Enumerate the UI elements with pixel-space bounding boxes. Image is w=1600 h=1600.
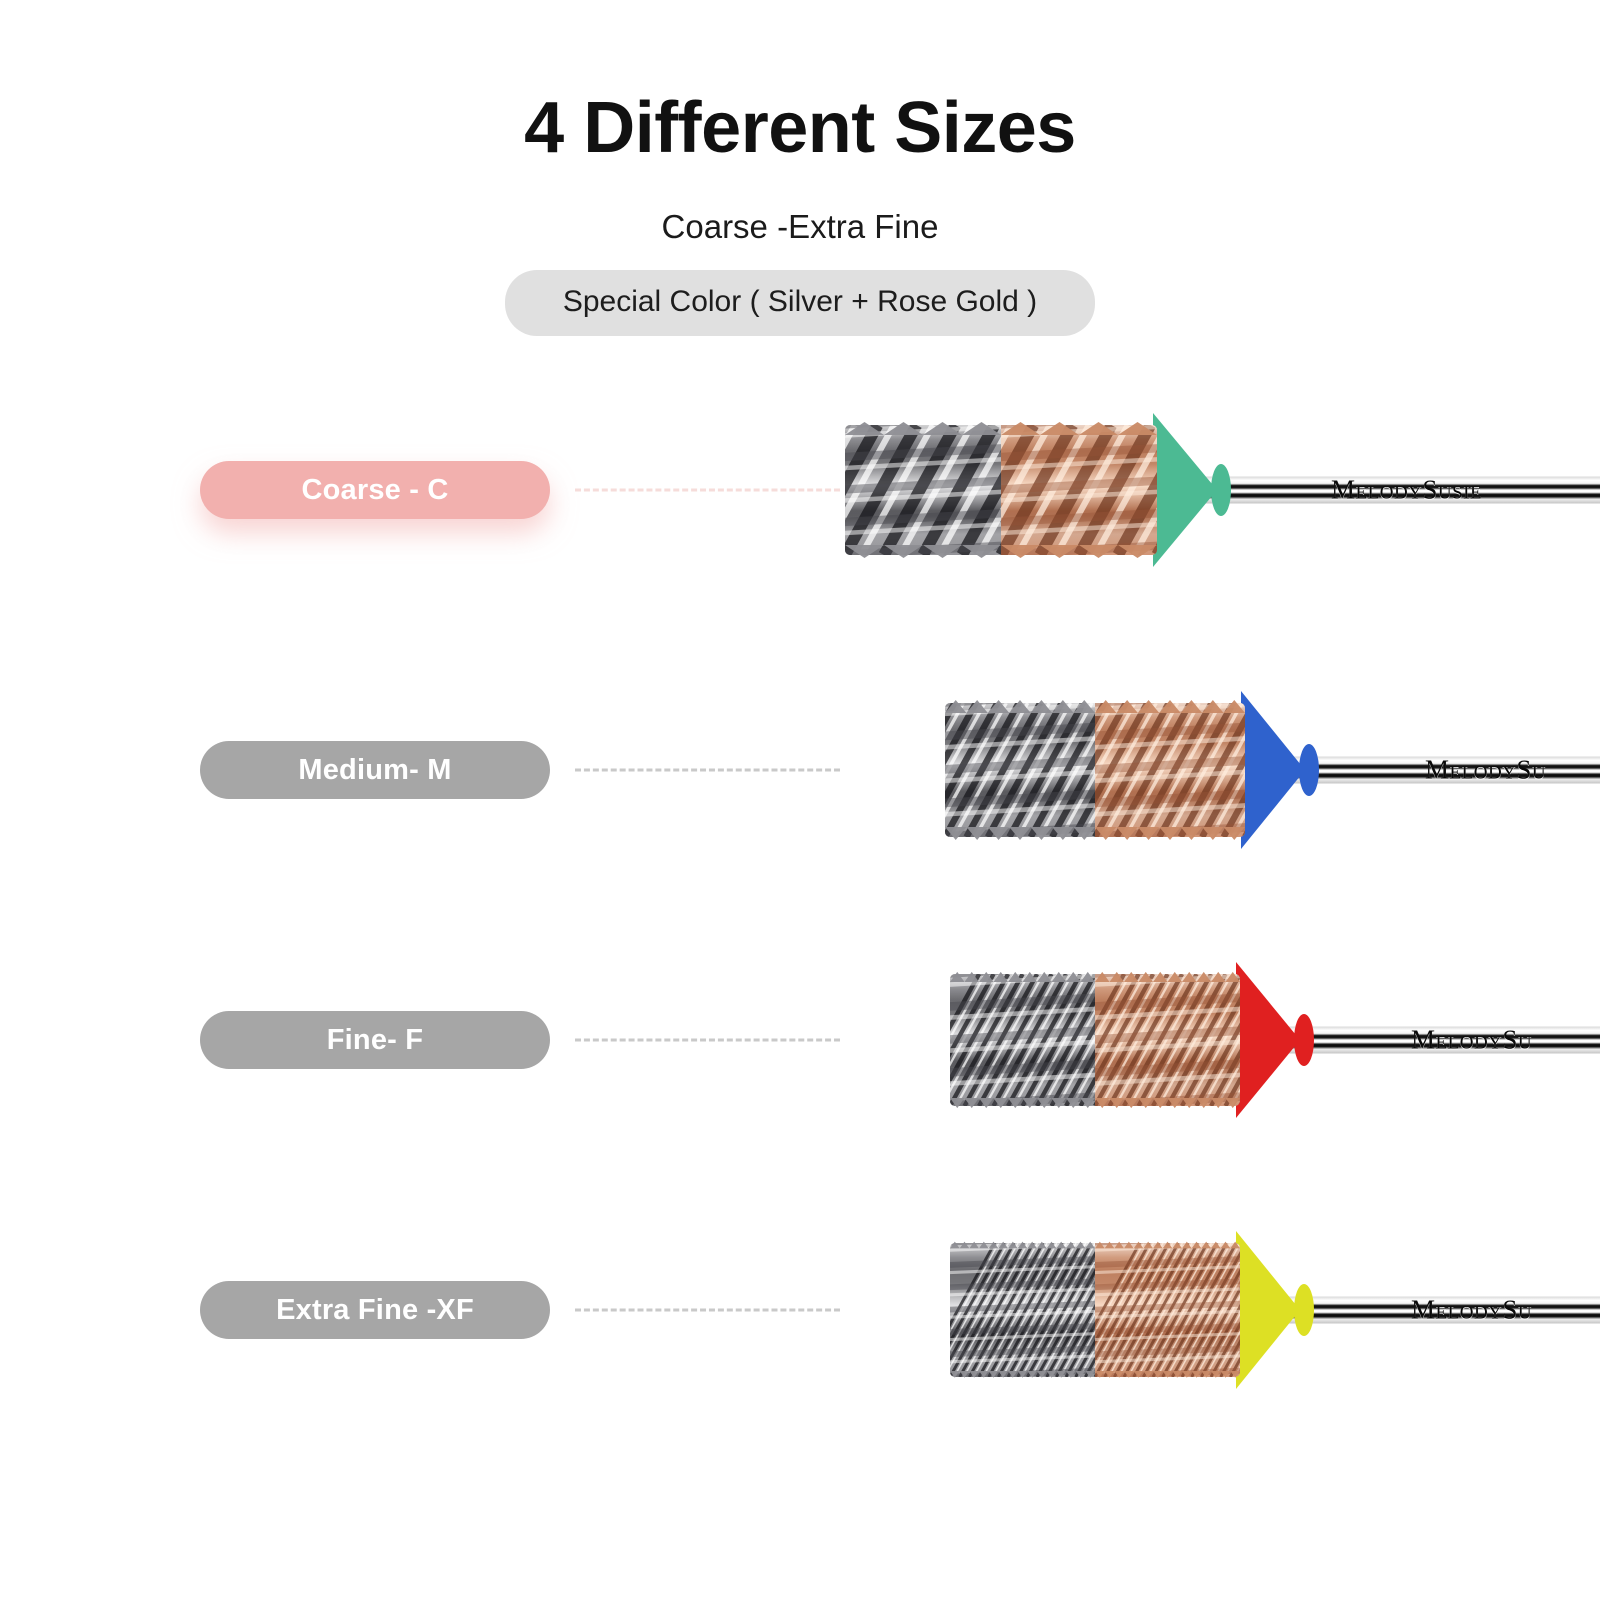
bit-barrel-coarse: [845, 425, 1157, 555]
barrel-rose-gold-half: [1095, 1243, 1240, 1377]
subtitle: Coarse -Extra Fine: [661, 208, 939, 245]
collar-red: [1236, 962, 1326, 1118]
barrel-rose-gold-half: [1095, 703, 1245, 837]
page-title: 4 Different Sizes: [524, 88, 1076, 168]
bit-barrel-fine: [950, 974, 1240, 1106]
barrel-tooth-edges: [950, 971, 1240, 1109]
size-row: Fine- F MelodySu: [0, 940, 1600, 1140]
barrel-rose-gold-half: [1095, 974, 1240, 1106]
header: 4 Different Sizes Coarse -Extra Fine Spe…: [0, 0, 1600, 336]
collar-cone: [1153, 413, 1217, 567]
size-row: Medium- M MelodySu: [0, 670, 1600, 870]
connector-line: [575, 1308, 840, 1312]
grit-label-fine[interactable]: Fine- F: [200, 1011, 550, 1069]
grit-label-text: Coarse - C: [301, 473, 449, 506]
barrel-silver-half: [950, 974, 1095, 1106]
collar-hub: [1299, 744, 1319, 796]
bit-barrel-extra-fine: [950, 1243, 1240, 1377]
collar-hub: [1294, 1284, 1314, 1336]
collar-green: [1153, 413, 1243, 567]
special-color-row: Special Color ( Silver + Rose Gold ): [0, 270, 1600, 336]
grit-label-coarse[interactable]: Coarse - C: [200, 461, 550, 519]
connector-line: [575, 768, 840, 772]
grit-label-text: Extra Fine -XF: [276, 1293, 474, 1326]
special-color-badge: Special Color ( Silver + Rose Gold ): [504, 270, 1096, 336]
connector-line: [575, 488, 840, 492]
brand-engraving: MelodySu: [1411, 1024, 1533, 1055]
bit-barrel-medium: [945, 703, 1245, 837]
barrel-silver-half: [950, 1243, 1095, 1377]
barrel-rose-gold-half: [1001, 425, 1157, 555]
brand-engraving: MelodySusie: [1331, 474, 1483, 505]
brand-engraving: MelodySu: [1411, 1294, 1533, 1325]
barrel-tooth-edges: [950, 1241, 1240, 1379]
grit-label-text: Fine- F: [326, 1023, 424, 1056]
grit-label-text: Medium- M: [298, 753, 452, 786]
grit-label-extra-fine[interactable]: Extra Fine -XF: [200, 1281, 550, 1339]
barrel-tooth-edges: [945, 699, 1245, 841]
collar-yellow: [1236, 1231, 1326, 1389]
brand-engraving: MelodySu: [1425, 754, 1547, 785]
collar-hub: [1294, 1014, 1314, 1066]
barrel-tooth-edges: [845, 421, 1157, 559]
connector-line: [575, 1038, 840, 1042]
collar-cone: [1241, 691, 1305, 849]
size-row: Extra Fine -XF MelodySu: [0, 1210, 1600, 1410]
collar-blue: [1241, 691, 1331, 849]
size-row: Coarse - C MelodySusie: [0, 390, 1600, 590]
grit-label-medium[interactable]: Medium- M: [200, 741, 550, 799]
collar-cone: [1236, 962, 1300, 1118]
collar-cone: [1236, 1231, 1300, 1389]
collar-hub: [1211, 464, 1231, 516]
